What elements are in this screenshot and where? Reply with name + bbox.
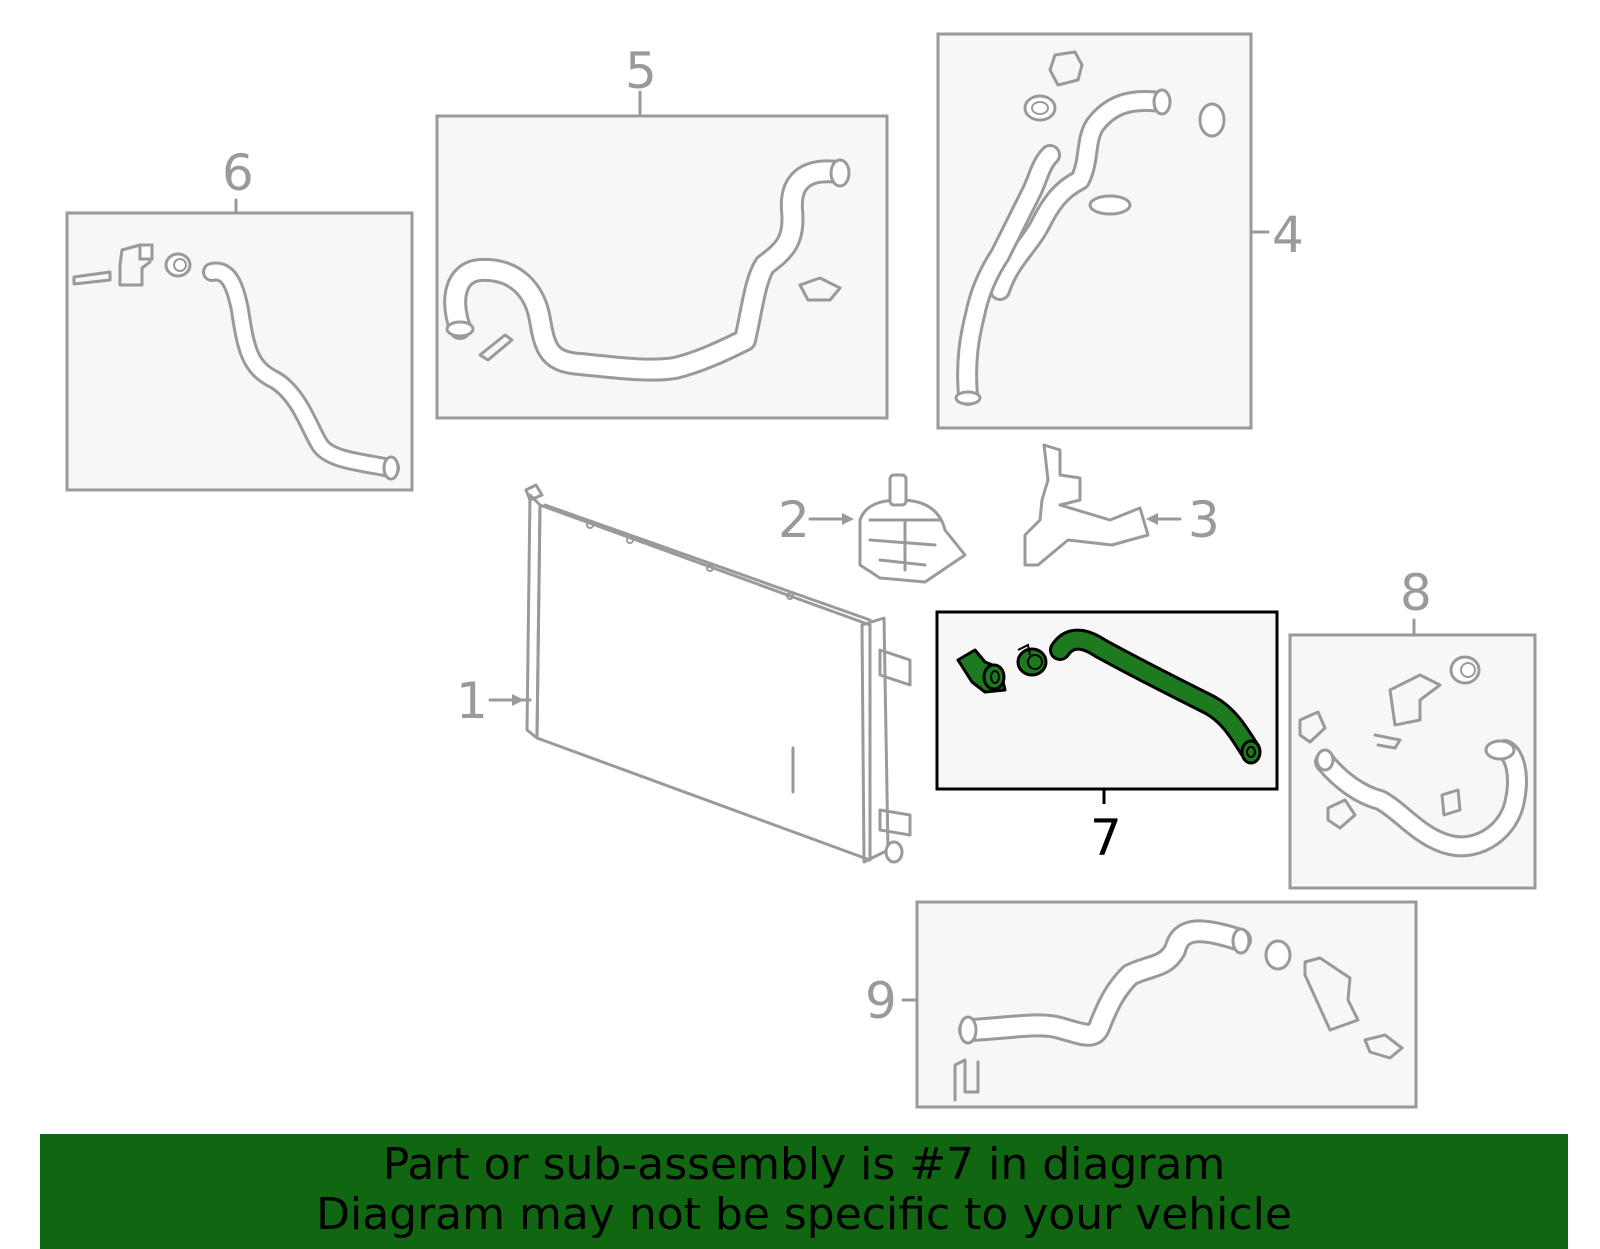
part-4-hose-lower [954,144,1061,406]
callout-8: 8 [1400,564,1432,622]
part-6-group: 6 [65,144,414,492]
part-4-group: 4 [936,32,1304,430]
part-7-clamp [1016,643,1048,677]
part-7-connector [956,648,1007,694]
part-7-hose [1049,628,1262,765]
callout-9: 9 [865,972,897,1030]
part-7-group: 7 [935,610,1279,867]
part-9-box [915,900,1418,1109]
part-9-group: 9 [865,900,1418,1109]
part-2-pump: 2 [778,473,967,584]
part-3-bracket: 3 [1023,443,1220,567]
banner-line-2: Diagram may not be specific to your vehi… [316,1189,1292,1240]
callout-7: 7 [1090,809,1122,867]
callout-3: 3 [1188,491,1220,549]
part-9-fittings [953,939,1404,1102]
part-4-fittings [1023,50,1226,216]
part-1-radiator: 1 [456,483,912,864]
part-5-group: 5 [435,42,889,420]
part-5-hose [443,158,851,382]
part-4-hose-upper [989,88,1172,301]
callout-4: 4 [1272,206,1304,264]
callout-2: 2 [778,491,810,549]
notice-banner: Part or sub-assembly is #7 in diagram Di… [40,1134,1568,1249]
part-6-hose [202,261,400,481]
part-4-box [936,32,1253,430]
part-8-fittings [1298,655,1481,830]
part-6-clamp [164,252,192,278]
callout-5: 5 [625,42,657,100]
callout-1: 1 [456,672,488,730]
part-5-clip [478,276,842,362]
part-7-box [935,610,1279,791]
callout-6: 6 [222,144,254,202]
banner-line-1: Part or sub-assembly is #7 in diagram [382,1139,1226,1190]
part-9-hose [958,919,1252,1047]
part-8-hose [1314,739,1528,858]
part-8-group: 8 [1288,564,1537,890]
part-6-connector [72,243,154,287]
